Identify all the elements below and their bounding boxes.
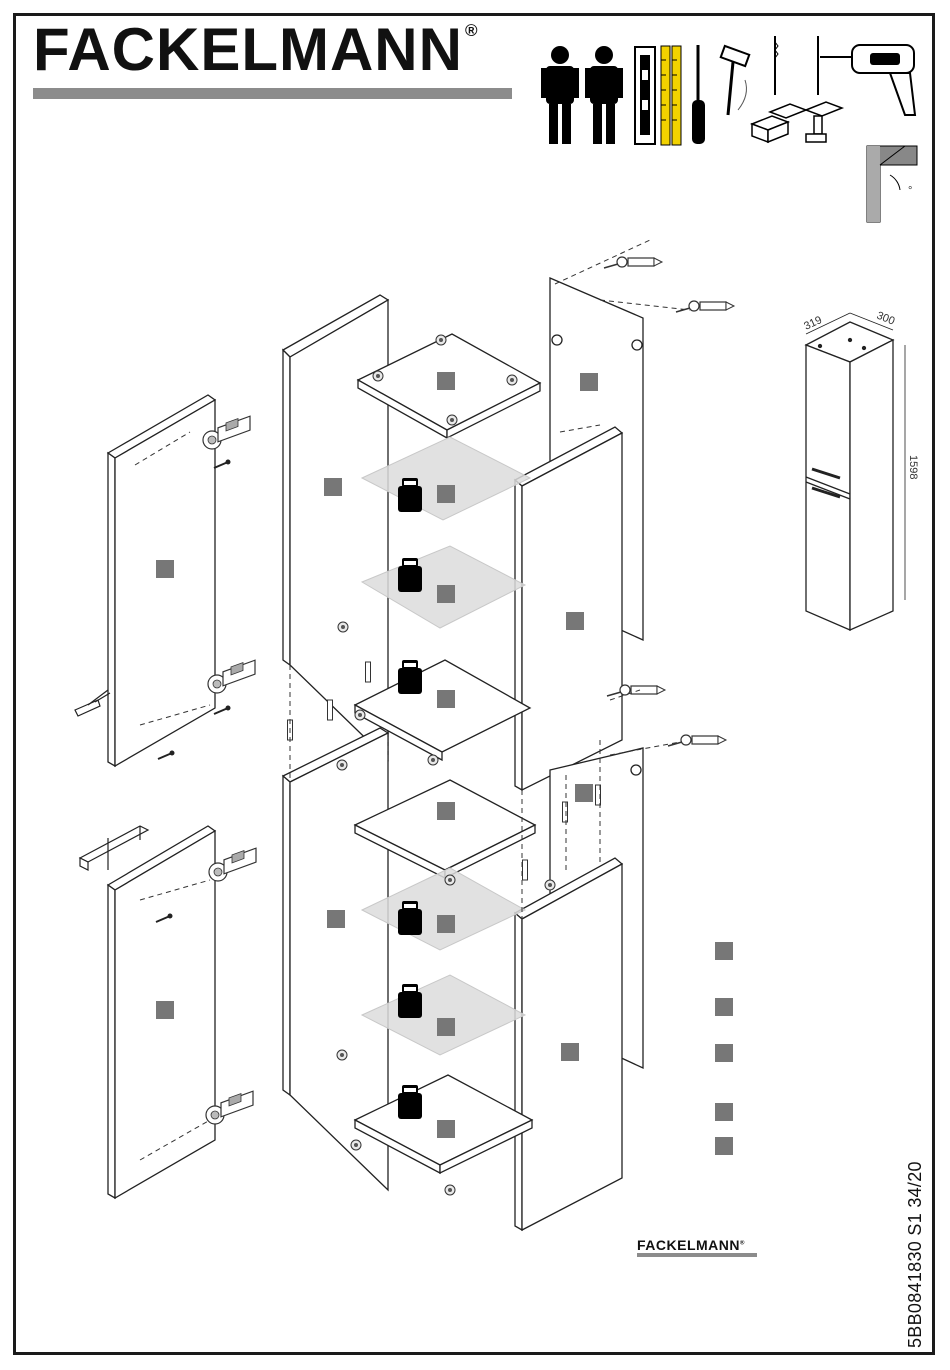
hammer-icon	[721, 46, 750, 115]
cam-lock-icon	[445, 1185, 455, 1195]
upper-handle	[75, 690, 110, 716]
wall-anchor-icon	[668, 735, 726, 746]
screw-icon	[214, 706, 231, 715]
upper-module	[283, 278, 643, 790]
dowel-icon	[366, 662, 371, 682]
spirit-level-icon	[635, 47, 655, 144]
wall-anchor-icon	[676, 301, 734, 312]
cam-lock-icon	[447, 415, 457, 425]
footer-registered-mark: ®	[740, 1240, 745, 1246]
footer-brand-underline	[637, 1253, 757, 1257]
drill-bit-icon	[775, 36, 818, 95]
cam-lock-icon	[355, 710, 365, 720]
dimension-depth: 300	[875, 310, 897, 328]
upper-door	[108, 395, 215, 766]
folding-ruler-icon	[661, 46, 681, 145]
hinge-icon	[209, 848, 256, 881]
screwdriver-icon	[692, 45, 705, 144]
try-square-icon: °	[867, 146, 917, 222]
wall-anchor-icon	[604, 257, 662, 268]
cam-lock-icon	[428, 755, 438, 765]
dimension-height: 1598	[907, 455, 919, 479]
cam-lock-icon	[338, 622, 348, 632]
cam-lock-icon	[351, 1140, 361, 1150]
cam-lock-icon	[337, 760, 347, 770]
screw-icon	[214, 460, 231, 469]
dowel-icon	[523, 860, 528, 880]
dowel-icon	[328, 700, 333, 720]
assembled-cabinet-preview	[806, 313, 905, 630]
cam-lock-icon	[337, 1050, 347, 1060]
screw-icon	[158, 751, 175, 760]
lower-handle	[80, 826, 148, 870]
weight-icon	[398, 660, 422, 694]
cam-lock-icon	[545, 880, 555, 890]
dimension-width: 319	[802, 314, 824, 333]
document-number: 5BB0841830 S1 34/20	[905, 1161, 926, 1348]
two-persons-icon	[541, 46, 623, 144]
cam-lock-icon	[445, 875, 455, 885]
tools-icon-row: °	[541, 36, 917, 222]
cam-lock-icon	[436, 335, 446, 345]
cam-lock-icon	[373, 371, 383, 381]
brick-wall-icon	[752, 104, 806, 142]
lower-module	[283, 728, 643, 1230]
dowel-icon	[563, 802, 568, 822]
i-beam-icon	[806, 102, 842, 142]
footer-brand-name: FACKELMANN	[637, 1237, 740, 1253]
cam-lock-icon	[507, 375, 517, 385]
footer-brand-logo: FACKELMANN®	[637, 1237, 745, 1253]
angle-degree-symbol: °	[908, 185, 912, 197]
